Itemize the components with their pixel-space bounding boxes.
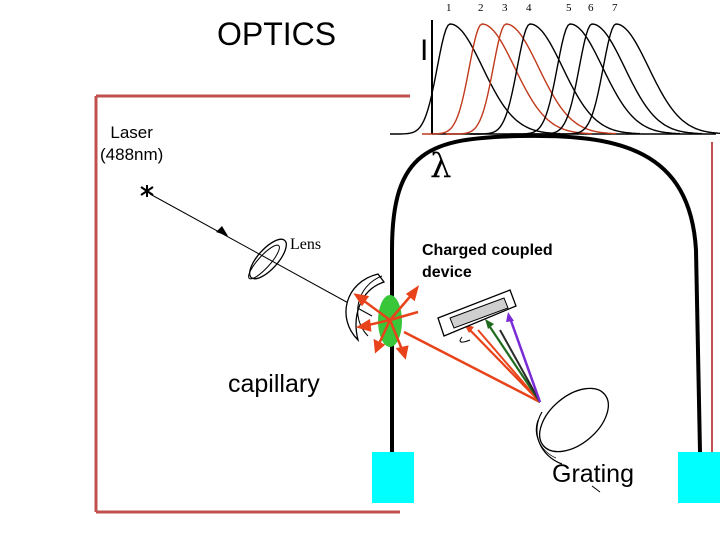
peak-label-4: 4 — [526, 2, 532, 14]
left-reservoir-block — [372, 452, 414, 503]
ccd-label: Charged coupled device — [422, 240, 553, 284]
laser-label: Laser (488nm) — [100, 122, 163, 166]
laser-label-line2: (488nm) — [100, 145, 164, 164]
capillary-tube — [390, 133, 702, 453]
right-reservoir-block — [678, 452, 720, 503]
ccd-label-line1: Charged coupled — [422, 242, 553, 259]
spectrum-peak-5 — [510, 23, 680, 135]
lens-icon — [248, 238, 287, 280]
laser-beam — [149, 193, 373, 317]
peak-label-5: 5 — [566, 2, 572, 14]
frame — [94, 94, 713, 514]
peak-label-3: 3 — [502, 2, 508, 14]
wavelength-axis-label: λ — [430, 146, 452, 186]
lens-label: Lens — [290, 236, 322, 253]
ray-to-grating — [403, 330, 541, 404]
capillary-label: capillary — [228, 370, 320, 398]
peak-label-6: 6 — [588, 2, 594, 14]
spectrum-peak-4 — [470, 23, 640, 135]
intensity-axis-label: I — [420, 34, 429, 67]
laser-label-line1: Laser — [110, 123, 153, 142]
grating-icon — [535, 387, 609, 493]
peak-label-7: 7 — [612, 2, 618, 14]
laser-source-icon — [140, 185, 154, 197]
spectrum-peak-1 — [390, 23, 560, 135]
spectrum-peak-2 — [422, 23, 592, 135]
emission-spectrum — [390, 20, 720, 135]
ccd-detector-icon — [437, 289, 517, 343]
page-title: OPTICS — [217, 16, 337, 52]
dispersed-rays — [464, 312, 542, 403]
grating-label: Grating — [552, 460, 634, 488]
ccd-label-line2: device — [422, 264, 472, 281]
peak-label-1: 1 — [446, 2, 452, 14]
emission-arrows — [353, 285, 420, 360]
spectrum-peak-6 — [532, 23, 702, 135]
collecting-mirror-icon — [345, 273, 386, 343]
beam-arrow-icon — [216, 226, 228, 236]
spectrum-peak-7 — [556, 23, 720, 135]
peak-label-2: 2 — [478, 2, 484, 14]
spectrum-peak-3 — [446, 23, 616, 135]
